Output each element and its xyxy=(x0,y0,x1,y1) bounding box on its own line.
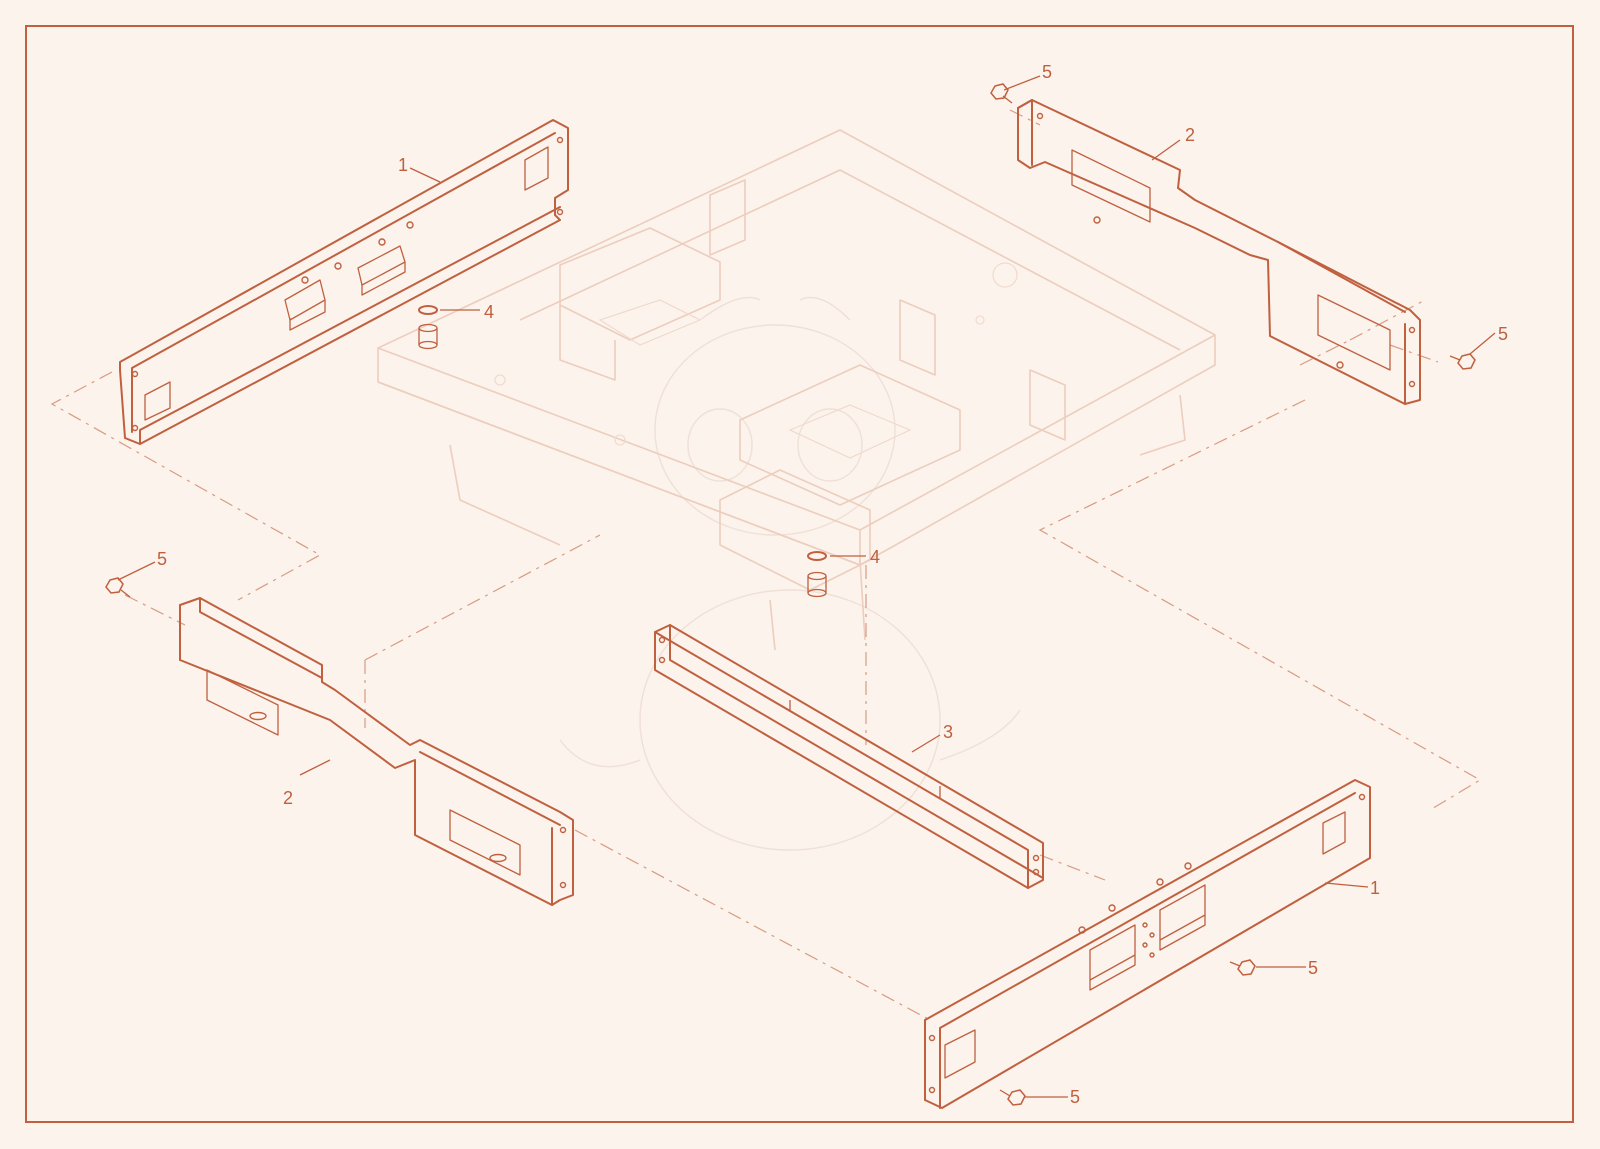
part-5-bolt-center-rail xyxy=(1229,959,1256,976)
callout-3: 3 xyxy=(943,722,953,742)
part-5-bolt-bottom xyxy=(999,1089,1026,1106)
part-5-bolt-right xyxy=(1449,353,1476,370)
part-3-channel xyxy=(654,624,1044,889)
callout-5-left: 5 xyxy=(157,549,167,569)
part-4-pin-center xyxy=(807,551,827,598)
callout-5-bottom: 5 xyxy=(1070,1087,1080,1107)
part-5-bolt-left xyxy=(105,577,131,598)
callout-4-center: 4 xyxy=(870,547,880,567)
diagram-frame xyxy=(25,25,1574,1123)
leader-lines xyxy=(117,75,1496,1098)
callout-5-right: 5 xyxy=(1498,324,1508,344)
callout-1-lower: 1 xyxy=(1370,878,1380,898)
ghost-frame-assembly xyxy=(377,129,1216,651)
part-2-upper-bracket xyxy=(1017,99,1421,405)
callout-2-upper: 2 xyxy=(1185,125,1195,145)
part-1-lower-rail xyxy=(924,779,1371,1109)
alignment-lines xyxy=(50,109,1482,1021)
callout-2-lower: 2 xyxy=(283,788,293,808)
part-2-lower-bracket xyxy=(179,597,574,906)
callout-5-rail: 5 xyxy=(1308,958,1318,978)
callout-1-upper: 1 xyxy=(398,155,408,175)
watermark-figure xyxy=(559,296,1021,851)
part-1-upper-rail xyxy=(119,119,569,445)
part-5-bolt-top xyxy=(990,83,1013,104)
callout-4-left: 4 xyxy=(484,302,494,322)
callout-5-top: 5 xyxy=(1042,62,1052,82)
part-4-pin-left xyxy=(418,305,438,350)
